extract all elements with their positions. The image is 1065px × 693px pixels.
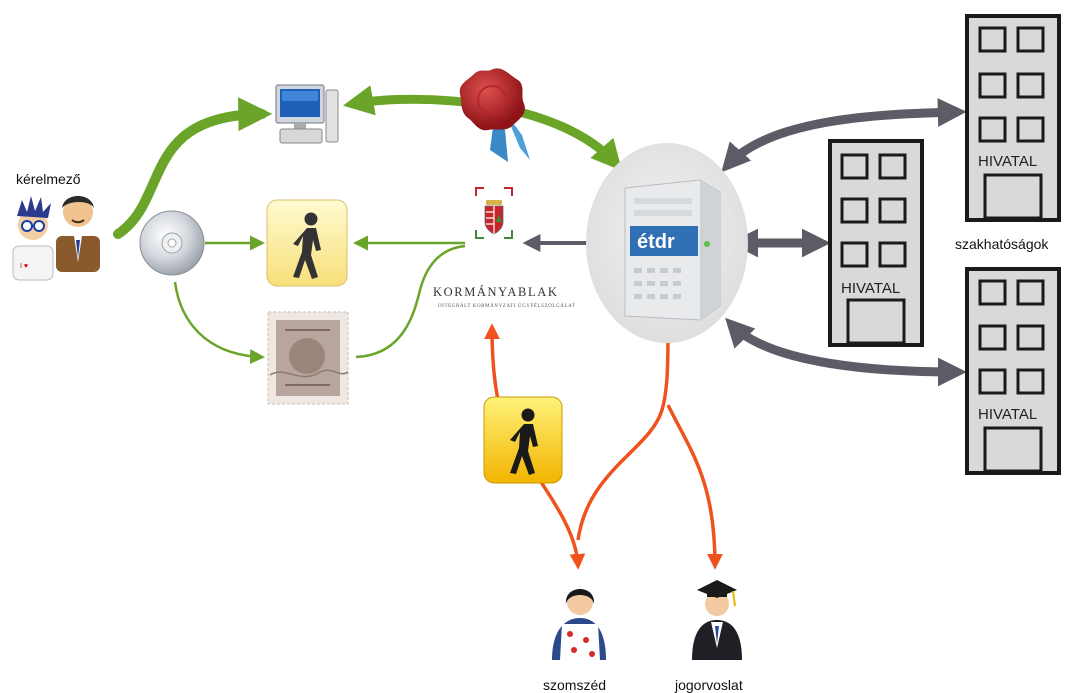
svg-text:I ♥: I ♥ xyxy=(20,263,28,270)
authority-building-1: HIVATAL xyxy=(965,14,1061,222)
arrow-applicant-to-computer xyxy=(113,97,273,239)
authority-building-3: HIVATAL xyxy=(965,267,1061,475)
building-label-3: HIVATAL xyxy=(978,406,1037,423)
kormanyablak-title: KORMÁNYABLAK xyxy=(433,285,558,299)
neighbor-person-icon xyxy=(552,589,606,660)
building-label-1: HIVATAL xyxy=(978,153,1037,170)
walking-person-icon-neighbor xyxy=(483,396,563,484)
arrow-server-to-authority-1 xyxy=(721,98,967,173)
arrow-server-to-appeal xyxy=(666,404,723,570)
walking-person-icon xyxy=(266,199,348,287)
applicant-persons-icon: I ♥ xyxy=(12,196,100,281)
cd-disc-icon xyxy=(139,210,205,276)
arrow-disc-to-mail xyxy=(173,281,265,365)
arrow-server-to-authority-3 xyxy=(725,317,967,387)
kormanyablak-logo: KORMÁNYABLAK INTEGRÁLT KORMÁNYZATI ÜGYFÉ… xyxy=(433,187,575,309)
neighbor-label: szomszéd xyxy=(543,677,607,693)
applicant-label: kérelmező xyxy=(16,171,81,187)
server-icon: étdr xyxy=(586,143,748,343)
postage-stamp-icon xyxy=(267,311,349,405)
authorities-label: szakhatóságok xyxy=(955,236,1049,252)
arrow-neighbor-to-server xyxy=(576,323,676,541)
building-label-2: HIVATAL xyxy=(841,280,900,297)
desktop-computer-icon xyxy=(275,84,339,144)
arrow-mail-to-kormanyablak xyxy=(355,244,466,359)
appeal-label: jogorvoslat xyxy=(675,677,743,693)
server-logo-text: étdr xyxy=(637,231,675,253)
wax-seal-icon xyxy=(459,68,530,162)
graduate-person-icon xyxy=(692,580,742,660)
kormanyablak-subtitle: INTEGRÁLT KORMÁNYZATI ÜGYFÉLSZOLGÁLAT xyxy=(438,303,575,309)
authority-building-2: HIVATAL xyxy=(828,139,924,347)
